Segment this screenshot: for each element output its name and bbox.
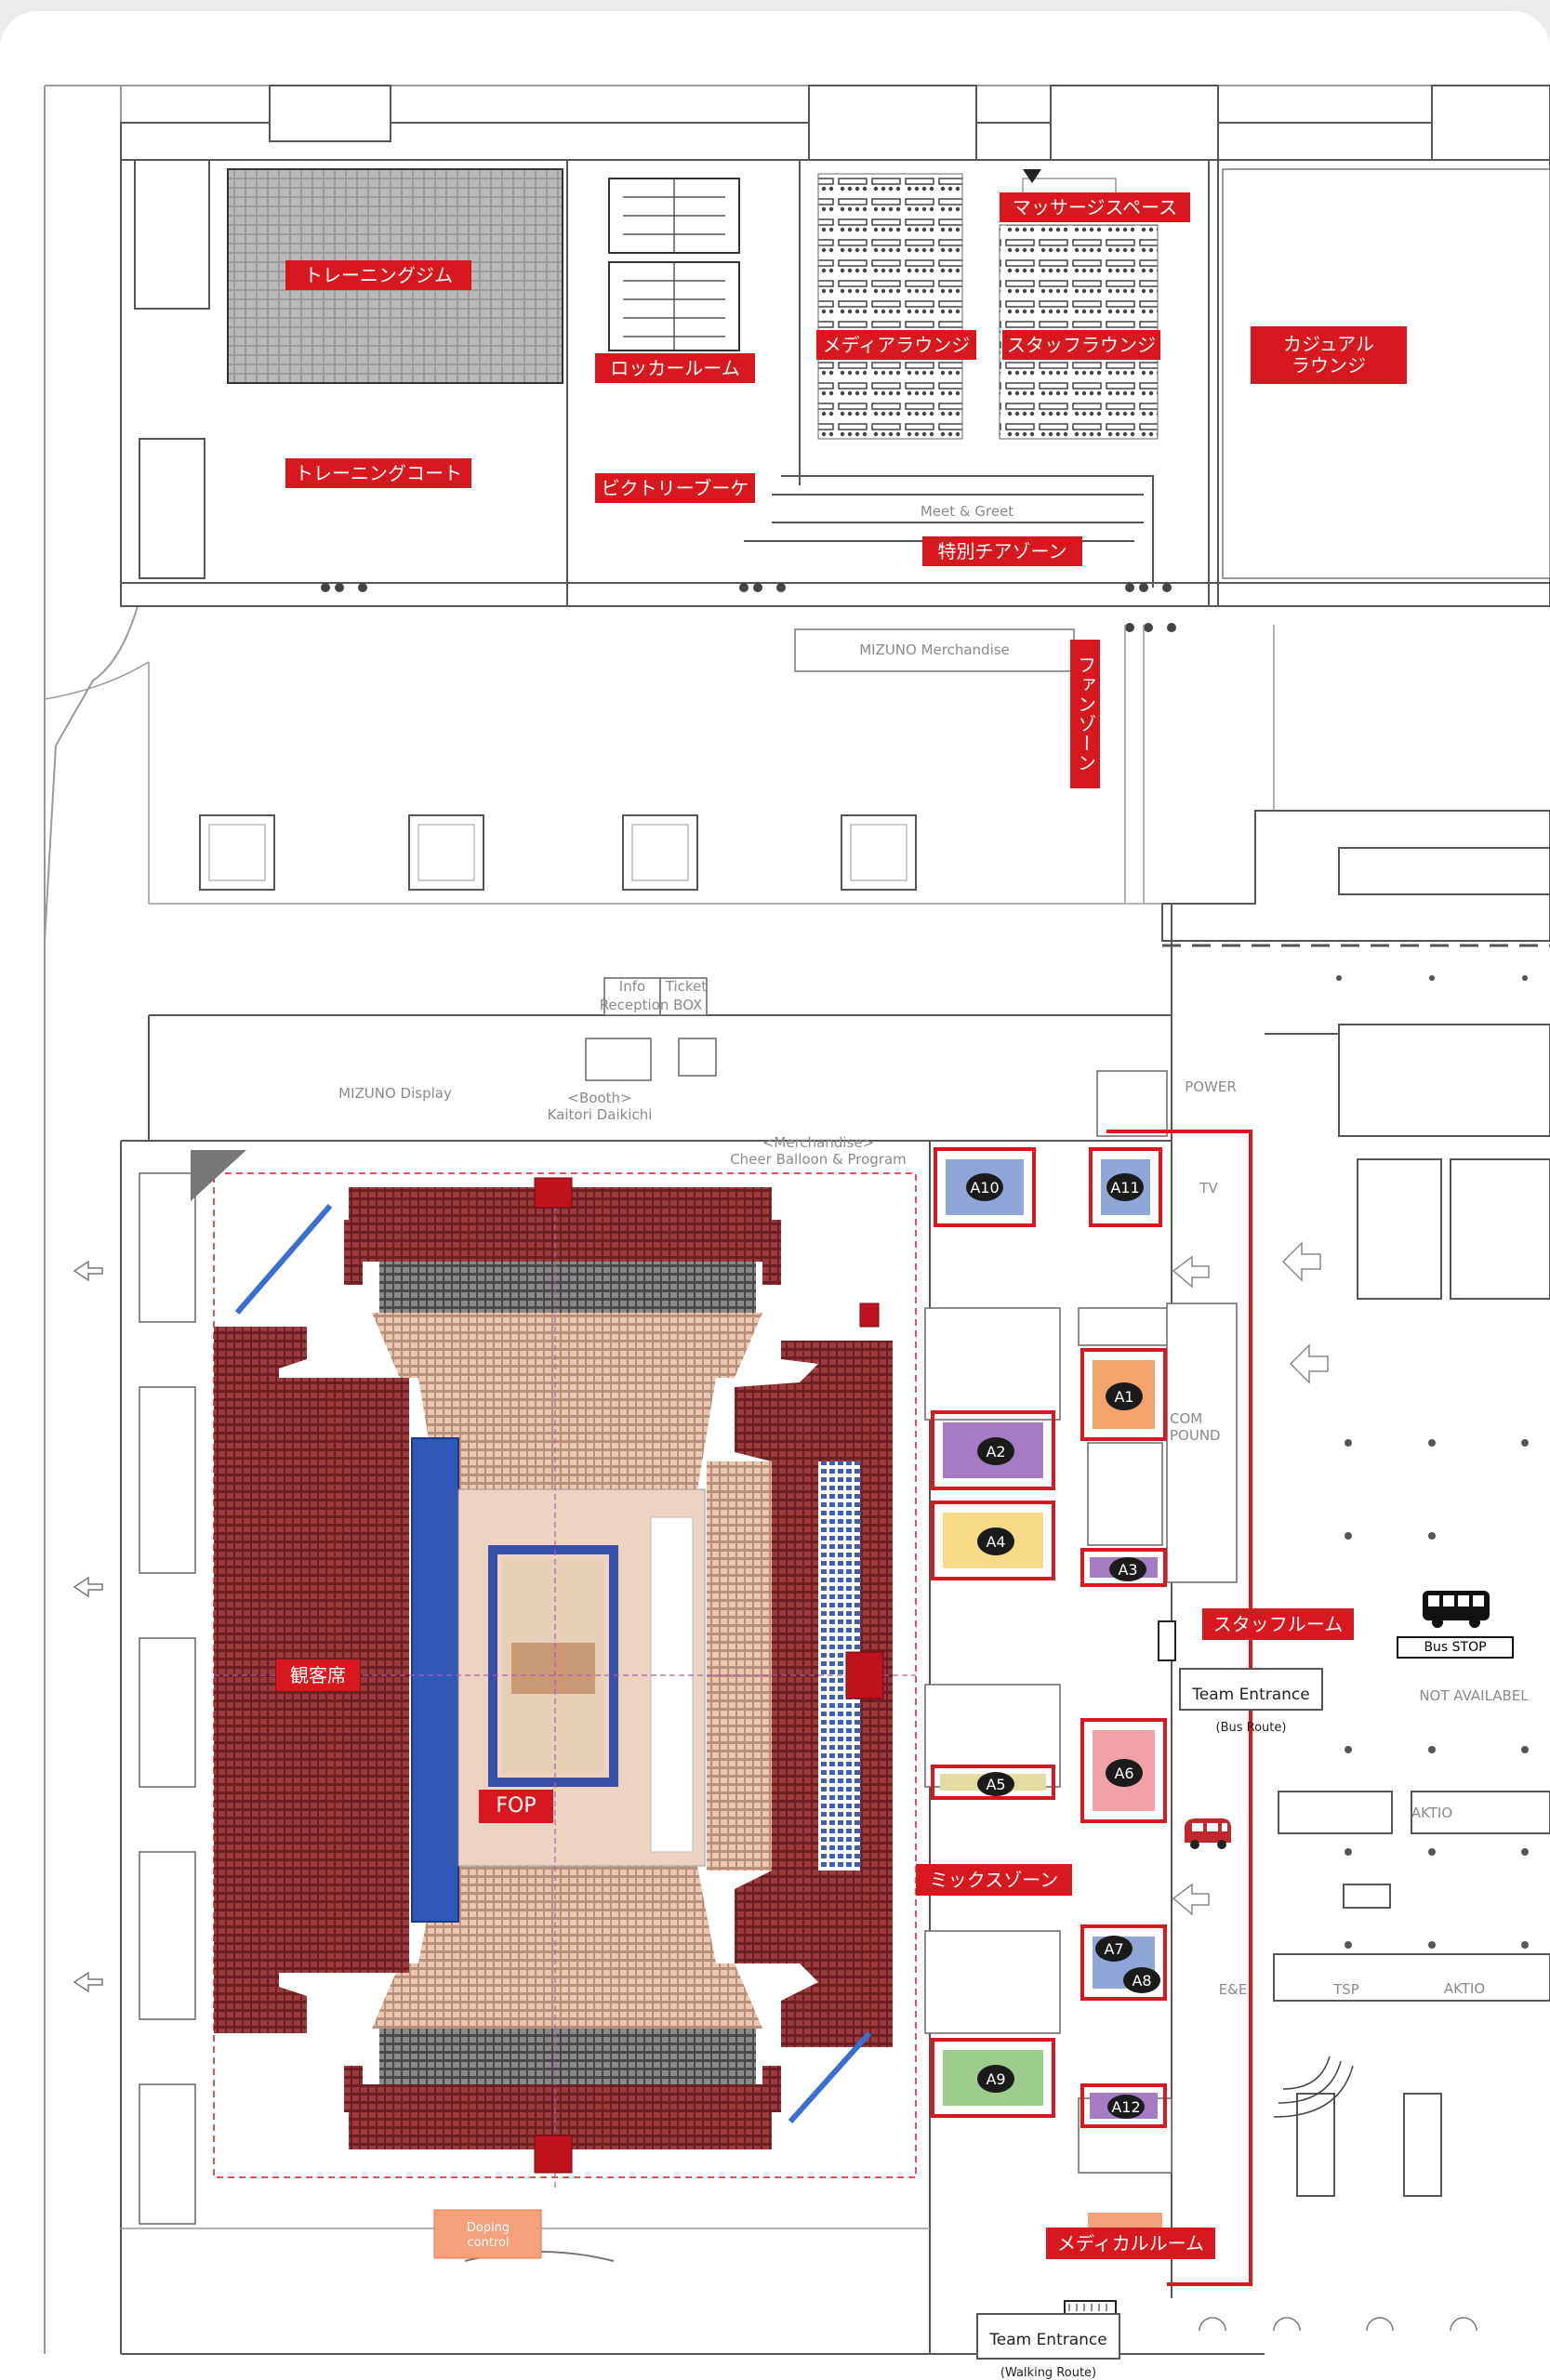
van-icon (1181, 1815, 1235, 1852)
team-entrance-bus-route: (Bus Route) (1215, 1721, 1287, 1736)
room-a10[interactable]: A10 (934, 1147, 1036, 1227)
label-fop: FOP (479, 1790, 553, 1823)
room-a11-badge: A11 (1106, 1173, 1144, 1201)
label-training-court: トレーニングコート (285, 458, 471, 488)
text-mizuno-display: MIZUNO Display (338, 1085, 452, 1102)
room-a7-a8[interactable]: A7 A8 (1080, 1924, 1167, 2001)
label-staff-lounge: スタッフラウンジ (1002, 330, 1160, 360)
room-a12-badge: A12 (1107, 2095, 1145, 2119)
room-a4-badge: A4 (977, 1527, 1014, 1555)
room-a4[interactable]: A4 (931, 1501, 1055, 1580)
label-cheer-zone: 特別チアゾーン (922, 536, 1082, 566)
team-entrance-bus[interactable]: Team Entrance (Bus Route) (1179, 1668, 1323, 1735)
label-media-lounge: メディアラウンジ (816, 330, 976, 360)
team-entrance-walk[interactable]: Team Entrance (Walking Route) (976, 2313, 1120, 2380)
text-merchandise: <Merchandise> Cheer Balloon & Program (730, 1134, 907, 1168)
text-ticket: Ticket (665, 978, 708, 995)
text-mizuno-merchandise: MIZUNO Merchandise (859, 641, 1010, 658)
room-a9[interactable]: A9 (931, 2038, 1055, 2118)
room-a3-badge: A3 (1109, 1557, 1146, 1581)
text-reception-box: Reception BOX (599, 997, 703, 1013)
team-entrance-walk-title: Team Entrance (989, 2331, 1107, 2350)
label-mixed-zone: ミックスゾーン (916, 1864, 1072, 1896)
room-a6-badge: A6 (1106, 1759, 1143, 1787)
label-spectator-seats: 観客席 (276, 1659, 360, 1691)
label-massage-space: マッサージスペース (1000, 192, 1190, 222)
text-ee: E&E (1218, 1981, 1248, 1998)
text-tv: TV (1199, 1180, 1218, 1197)
text-compound: COM POUND (1170, 1410, 1221, 1444)
text-power: POWER (1185, 1078, 1237, 1095)
bus-stop-label: Bus STOP (1397, 1636, 1514, 1659)
room-a1-badge: A1 (1106, 1382, 1143, 1410)
room-a1[interactable]: A1 (1080, 1348, 1167, 1441)
label-victory-bouquet: ビクトリーブーケ (595, 473, 755, 503)
label-casual-lounge: カジュアル ラウンジ (1251, 326, 1407, 384)
room-a8-badge: A8 (1123, 1967, 1160, 1993)
label-medical-room: メディカルルーム (1046, 2228, 1215, 2259)
room-a9-badge: A9 (977, 2065, 1014, 2093)
team-entrance-walk-route: (Walking Route) (1000, 2366, 1097, 2380)
label-locker-room: ロッカールーム (595, 353, 755, 383)
floor-plan (44, 85, 1550, 2355)
room-a12[interactable]: A12 (1080, 2083, 1167, 2128)
room-a5[interactable]: A5 (931, 1765, 1055, 1800)
room-a10-badge: A10 (966, 1173, 1003, 1201)
team-entrance-bus-title: Team Entrance (1192, 1686, 1310, 1705)
text-info: Info (618, 978, 646, 995)
room-a2-badge: A2 (977, 1437, 1014, 1465)
room-a6[interactable]: A6 (1080, 1718, 1167, 1823)
text-aktio-2: AKTIO (1443, 1980, 1486, 1997)
label-fan-zone: ファンゾーン (1070, 640, 1100, 788)
text-aktio-1: AKTIO (1411, 1805, 1453, 1821)
venue-map: トレーニングジム トレーニングコート ロッカールーム ビクトリーブーケ マッサー… (0, 11, 1550, 2380)
label-training-gym: トレーニングジム (285, 260, 471, 290)
room-a7-badge: A7 (1095, 1936, 1133, 1962)
text-not-available: NOT AVAILABEL (1419, 1687, 1529, 1704)
text-doping-control: Doping control (466, 2221, 510, 2250)
bus-icon (1421, 1589, 1491, 1630)
label-staff-room: スタッフルーム (1202, 1608, 1354, 1640)
room-a5-badge: A5 (977, 1772, 1014, 1796)
text-tsp: TSP (1333, 1981, 1359, 1998)
text-booth: <Booth> Kaitori Daikichi (547, 1090, 653, 1123)
room-a11[interactable]: A11 (1089, 1147, 1162, 1227)
room-a3[interactable]: A3 (1080, 1548, 1167, 1587)
room-a2[interactable]: A2 (931, 1410, 1055, 1490)
text-meet-greet: Meet & Greet (920, 503, 1014, 520)
